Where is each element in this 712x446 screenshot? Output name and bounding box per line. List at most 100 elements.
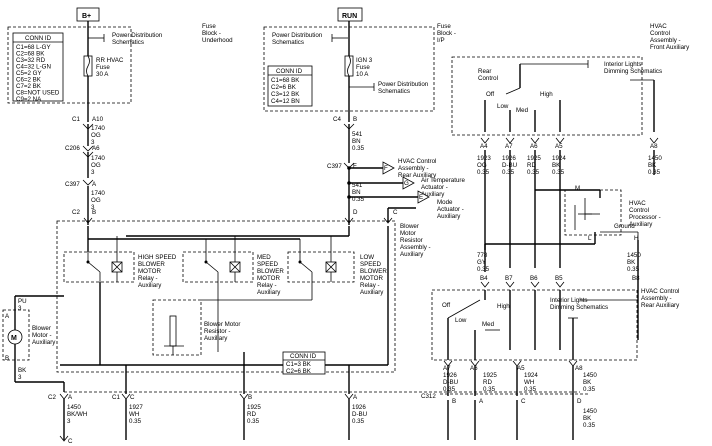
left-w3c: OG [91,197,101,204]
rbw0-num: 1926 [443,372,457,379]
fpin1: A7 [505,143,513,150]
batt-label: B+ [82,13,91,20]
left-w2c: OG [91,162,101,169]
front-low: Low [497,103,509,110]
act-f: F [384,165,388,172]
bw0-gauge: 3 [67,418,71,425]
motor-pu: PU [18,298,27,305]
rbpin0: A7 [443,365,451,372]
left-conn-5: C6=2 BK [16,77,42,84]
run-feed-wire: C4 B 541 BN 0.35 C397 F 541 BN 0.35 D [327,21,418,225]
run-power-label: RUN [337,7,363,22]
front-med: Med [516,107,529,114]
act-g: G [404,180,409,187]
w778c: GY [477,259,486,266]
fw1-num: 1926 [502,155,516,162]
bw1-gauge: 0.35 [129,418,142,425]
bw3-pin: A [353,394,358,401]
bw1-conn: C1 [112,394,120,401]
mid-w1g: 0.35 [352,145,365,152]
bw2-pin: B [248,394,252,401]
rbw3-gauge: 0.35 [583,386,596,393]
rear-low: Low [455,317,467,324]
mid-w1c: BN [352,138,361,145]
tail-color: BK [583,415,592,422]
bw1-color: WH [129,411,139,418]
fpin3: A5 [555,143,563,150]
bw0-end: C [68,438,73,445]
fpin0: A4 [480,143,488,150]
left-a6: A6 [92,145,100,152]
rpin3: B5 [555,275,563,282]
mid-w2g: 0.35 [352,196,365,203]
w1450c: BK [627,259,636,266]
w778: 778 [477,252,488,259]
bw0-pin: A [68,394,73,401]
fw2-color: RD [527,162,536,169]
fw4-gauge: 0.35 [648,169,661,176]
bw3-gauge: 0.35 [352,418,365,425]
left-a: A [92,181,97,188]
batt-power-label: B+ [76,7,100,22]
motor-pin-a: A [5,313,10,320]
bw3-color: D-BU [352,411,367,418]
rbw0-gauge: 0.35 [443,386,456,393]
rear-med: Med [482,321,495,328]
rear-b8: B8 [632,275,640,282]
rbw3-num: 1450 [583,372,597,379]
bottom-wires: C2 A 1450 BK/WH 3 C C1 C 1927 WH 0.35 B … [48,352,580,445]
left-w1: 1740 [91,125,105,132]
fw1-color: D-BU [502,162,517,169]
mid-c397: C397 [327,163,342,170]
left-b: B [92,209,96,216]
left-c397: C397 [65,181,80,188]
motor-bk-g: 3 [18,374,22,381]
rbpin3: A8 [575,365,583,372]
left-a10: A10 [92,116,104,123]
c312-p3: D [577,398,582,405]
left-w3g: 3 [91,204,95,211]
left-conn-1: C2=68 BK [16,51,45,58]
rbw1-num: 1925 [483,372,497,379]
fw3-color: BK [552,162,561,169]
bottom-conn-c2: C2=6 BK [286,368,312,375]
mid-w2: 541 [352,182,363,189]
rear-high: High [497,303,510,310]
rbw1-color: RD [483,379,492,386]
mid-d: D [353,209,358,216]
bw2-gauge: 0.35 [247,418,260,425]
w778g: 0.35 [477,266,490,273]
proc-h: H [634,235,638,242]
ip-conn-3: C4=12 BN [271,98,300,105]
bw2-color: RD [247,411,256,418]
motor-pin-b: B [5,355,9,362]
left-conn-title: CONN ID [25,35,52,42]
bw0-conn: C2 [48,394,56,401]
rbw2-color: WH [524,379,534,386]
fw3-gauge: 0.35 [552,169,565,176]
ip-conn-title: CONN ID [276,68,303,75]
fw1-gauge: 0.35 [502,169,515,176]
fw4-color: BK [648,162,657,169]
mid-w1: 541 [352,131,363,138]
act-e: E [419,194,423,201]
